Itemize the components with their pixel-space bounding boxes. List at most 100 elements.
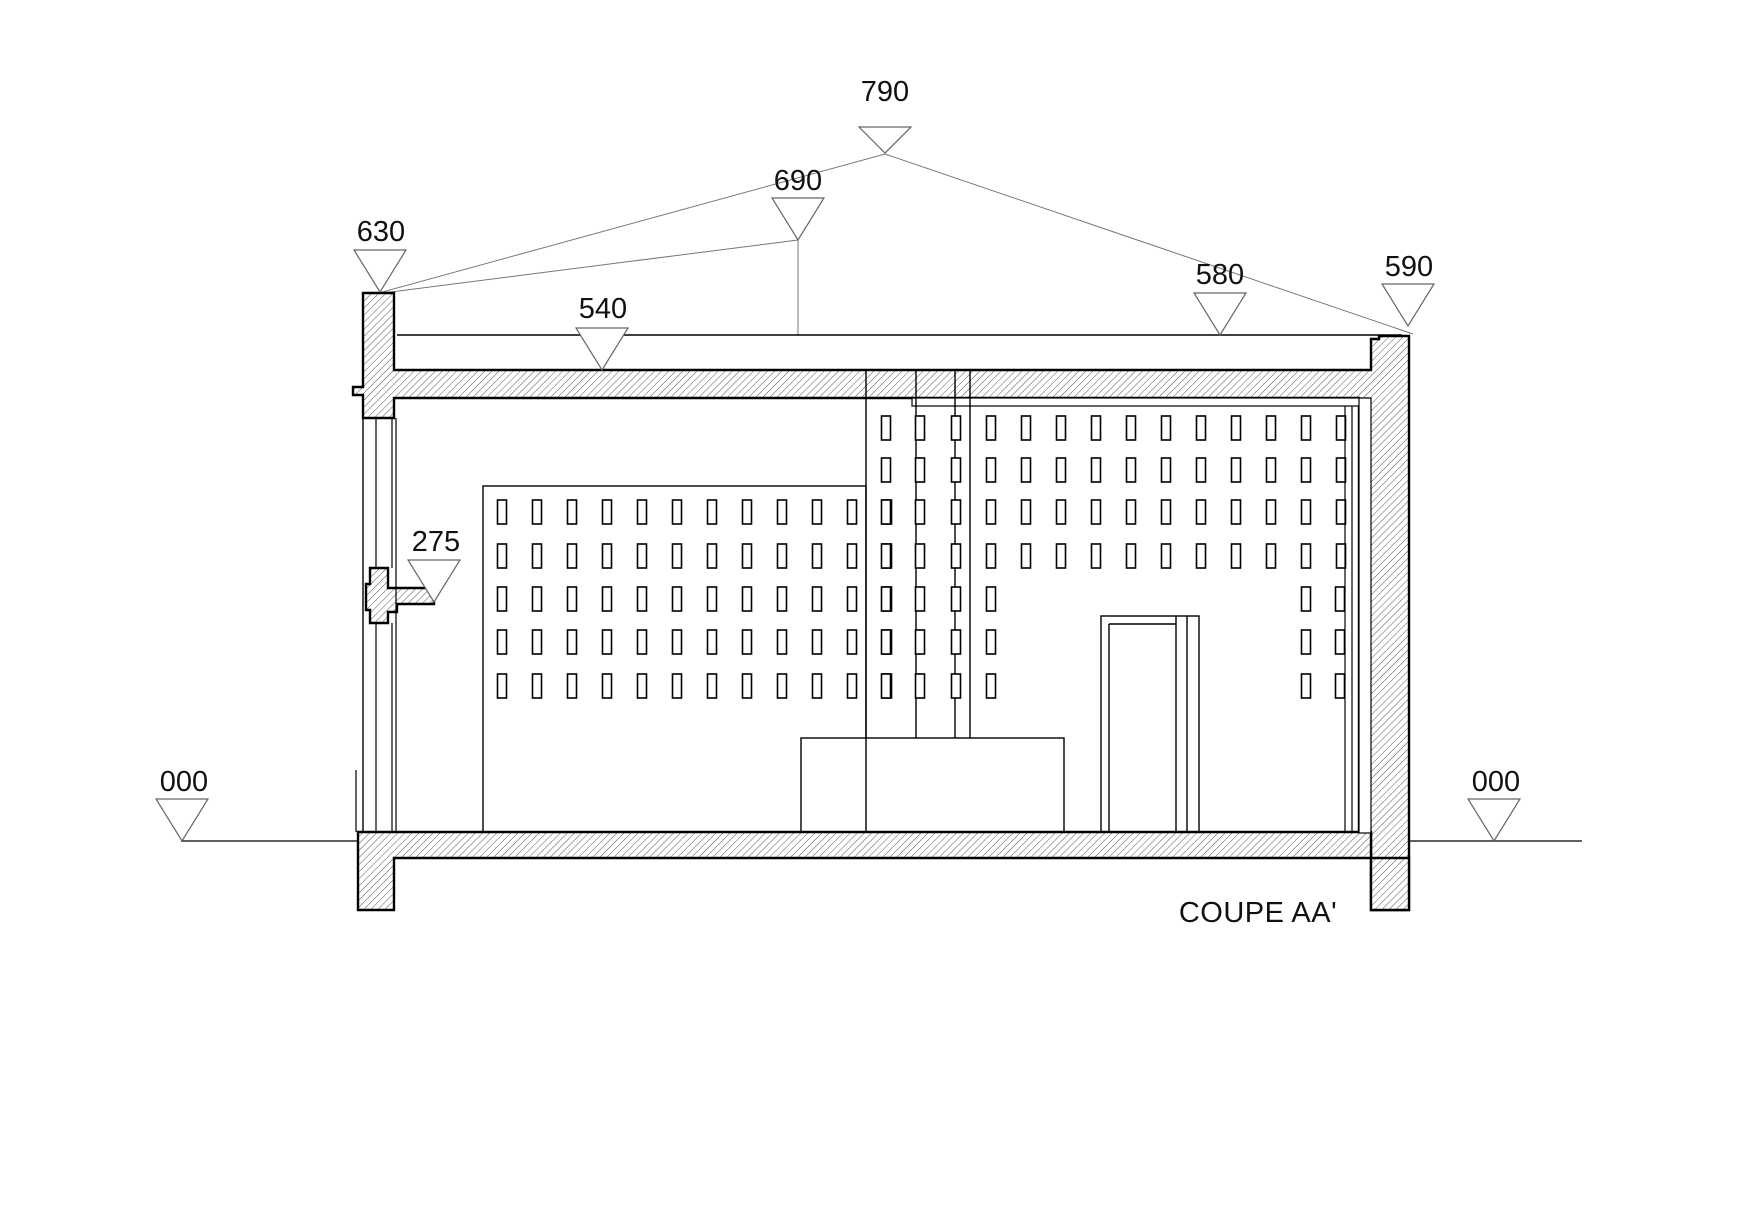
screen-opening [1230,457,1242,483]
screen-opening [811,586,823,612]
screen-opening [601,586,613,612]
screen-opening [531,586,543,612]
screen-opening [496,629,508,655]
screen-opening [1300,499,1312,525]
screen-opening [1055,457,1067,483]
screen-opening [1265,543,1277,569]
screen-opening [636,629,648,655]
screen-opening [496,586,508,612]
screen-opening [1195,543,1207,569]
screen-opening [1055,499,1067,525]
screen-opening [741,629,753,655]
screen-opening [601,629,613,655]
screen-opening [1160,543,1172,569]
screen-opening [776,543,788,569]
screen-opening [1335,415,1347,441]
screen-opening [1020,415,1032,441]
screen-opening [496,499,508,525]
screen-opening [1020,499,1032,525]
screen-opening [914,543,926,569]
left-glazing [355,418,397,832]
screen-opening [741,586,753,612]
screen-opening [1195,415,1207,441]
screen-opening [985,415,997,441]
screen-opening [1055,415,1067,441]
level-label-000-right: 000 [1472,766,1520,798]
level-marker-000-right: 000 [1466,766,1522,843]
screen-opening [880,629,892,655]
screen-opening [496,543,508,569]
screen-opening [1334,629,1346,655]
screen-opening [566,673,578,699]
level-label-630: 630 [357,216,405,248]
screen-opening [496,673,508,699]
roof-outline-lines [374,153,1414,336]
screen-opening [1125,457,1137,483]
screen-opening [950,415,962,441]
screen-opening [811,629,823,655]
screen-opening [950,457,962,483]
screen-opening [531,629,543,655]
screen-opening [636,673,648,699]
screen-opening [566,543,578,569]
screen-opening [601,543,613,569]
screen-opening [1125,543,1137,569]
screen-opening [950,586,962,612]
screen-opening [1300,629,1312,655]
screen-opening [950,673,962,699]
screen-opening [880,586,892,612]
screen-opening [531,673,543,699]
screen-opening [950,629,962,655]
screen-opening [1300,673,1312,699]
mezzanine-slab [364,566,436,625]
screen-opening [950,543,962,569]
screen-opening [985,457,997,483]
screen-opening [706,629,718,655]
level-marker-590: 590 [1380,251,1436,328]
screen-opening [1195,499,1207,525]
screen-opening [601,673,613,699]
screen-opening [846,586,858,612]
level-marker-790: 790 [857,76,913,154]
level-label-580: 580 [1196,259,1244,291]
screen-opening [914,586,926,612]
right-wall-inner [1358,397,1372,834]
screen-opening [880,673,892,699]
screen-opening [1300,586,1312,612]
counter-block [800,737,1065,833]
ceiling-strip [911,397,1369,407]
screen-opening [1160,415,1172,441]
level-marker-580: 580 [1192,259,1248,337]
screen-opening [914,629,926,655]
screen-opening [914,415,926,441]
screen-opening [636,586,648,612]
level-label-790: 790 [861,76,909,108]
level-label-590: 590 [1385,251,1433,283]
screen-opening [776,673,788,699]
screen-opening [1265,415,1277,441]
screen-opening [985,499,997,525]
screen-opening [1265,499,1277,525]
screen-opening [985,586,997,612]
screen-opening [531,543,543,569]
screen-opening [846,629,858,655]
screen-opening [1055,543,1067,569]
level-marker-275: 275 [406,526,462,604]
screen-opening [811,673,823,699]
screen-opening [531,499,543,525]
level-label-540: 540 [579,293,627,325]
level-marker-690: 690 [770,165,826,242]
screen-opening [776,586,788,612]
screen-opening [706,543,718,569]
screen-opening [636,543,648,569]
screen-opening [880,415,892,441]
screen-opening [1020,457,1032,483]
screen-opening [636,499,648,525]
screen-opening [776,629,788,655]
screen-opening [1265,457,1277,483]
screen-opening [811,543,823,569]
screen-opening [1090,543,1102,569]
screen-opening [985,629,997,655]
screen-opening [1195,457,1207,483]
